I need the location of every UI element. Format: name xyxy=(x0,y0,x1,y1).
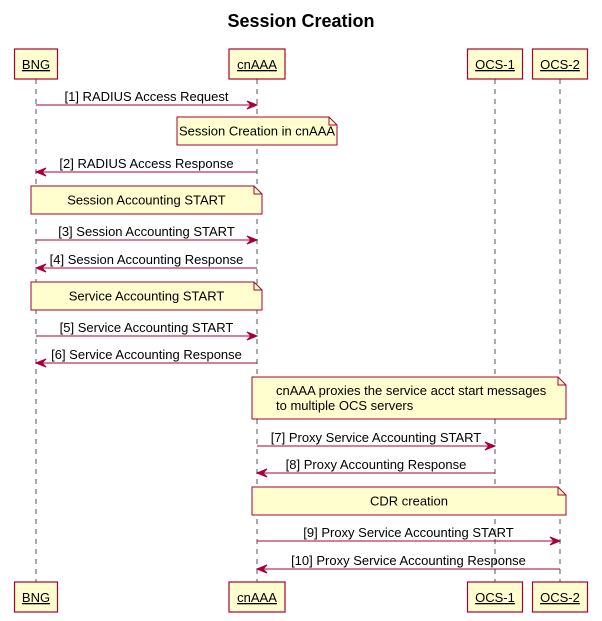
note-text: to multiple OCS servers xyxy=(276,398,414,413)
note: Session Accounting START xyxy=(30,185,263,215)
message-label: [2] RADIUS Access Response xyxy=(59,156,233,171)
note: Service Accounting START xyxy=(30,281,263,311)
message: [8] Proxy Accounting Response xyxy=(255,457,495,478)
message-label: [8] Proxy Accounting Response xyxy=(286,457,467,472)
note-text: Session Accounting START xyxy=(67,193,226,208)
message: [10] Proxy Service Accounting Response xyxy=(255,553,560,574)
diagram-title: Session Creation xyxy=(227,11,374,31)
note-text: Service Accounting START xyxy=(69,289,225,304)
participant-label: OCS-2 xyxy=(540,590,580,605)
note-text: cnAAA proxies the service acct start mes… xyxy=(276,383,547,398)
note: cnAAA proxies the service acct start mes… xyxy=(251,376,567,420)
participant-ocs-1-bottom[interactable]: OCS-1 xyxy=(466,581,524,613)
participant-box xyxy=(466,48,524,80)
arrowhead-icon xyxy=(34,167,47,177)
participant-bng-top[interactable]: BNG xyxy=(13,48,59,80)
participant-box xyxy=(531,48,589,80)
note-box xyxy=(30,185,263,215)
note-box xyxy=(30,281,263,311)
participant-box xyxy=(13,581,59,613)
participant-box xyxy=(531,581,589,613)
arrowhead-icon xyxy=(34,263,47,273)
participant-box xyxy=(466,581,524,613)
message: [5] Service Accounting START xyxy=(36,320,259,341)
participant-label: cnAAA xyxy=(237,57,277,72)
note-text: Session Creation in cnAAA xyxy=(179,124,335,139)
participant-box xyxy=(13,48,59,80)
message-label: [4] Session Accounting Response xyxy=(50,252,244,267)
message-label: [3] Session Accounting START xyxy=(58,224,235,239)
message: [7] Proxy Service Accounting START xyxy=(257,430,497,451)
arrowhead-icon xyxy=(484,441,497,451)
participant-bng-bottom[interactable]: BNG xyxy=(13,581,59,613)
message: [6] Service Accounting Response xyxy=(34,347,257,368)
arrowhead-icon xyxy=(246,100,259,110)
note: Session Creation in cnAAA xyxy=(176,116,338,146)
participant-ocs-2-top[interactable]: OCS-2 xyxy=(531,48,589,80)
note: CDR creation xyxy=(251,486,567,516)
note-text: CDR creation xyxy=(370,494,448,509)
message: [1] RADIUS Access Request xyxy=(36,89,259,110)
note-box xyxy=(251,486,567,516)
note-box xyxy=(176,116,338,146)
message-label: [10] Proxy Service Accounting Response xyxy=(291,553,526,568)
arrowhead-icon xyxy=(255,564,268,574)
participant-box xyxy=(228,48,286,80)
note-fold-icon xyxy=(253,282,262,291)
message-label: [9] Proxy Service Accounting START xyxy=(303,525,514,540)
participant-cnaaa-top[interactable]: cnAAA xyxy=(228,48,286,80)
arrowhead-icon xyxy=(255,468,268,478)
message-label: [7] Proxy Service Accounting START xyxy=(271,430,482,445)
participant-cnaaa-bottom[interactable]: cnAAA xyxy=(228,581,286,613)
note-box xyxy=(251,376,567,420)
participant-box xyxy=(228,581,286,613)
participant-label: OCS-2 xyxy=(540,57,580,72)
note-fold-icon xyxy=(557,487,566,496)
participant-label: OCS-1 xyxy=(475,57,515,72)
message: [4] Session Accounting Response xyxy=(34,252,257,273)
arrowhead-icon xyxy=(246,235,259,245)
message: [9] Proxy Service Accounting START xyxy=(257,525,562,546)
lifelines xyxy=(35,79,561,582)
participant-label: OCS-1 xyxy=(475,590,515,605)
message: [2] RADIUS Access Response xyxy=(34,156,257,177)
message: [3] Session Accounting START xyxy=(36,224,259,245)
message-label: [6] Service Accounting Response xyxy=(51,347,242,362)
note-fold-icon xyxy=(328,117,337,126)
participant-label: cnAAA xyxy=(237,590,277,605)
participant-label: BNG xyxy=(22,57,50,72)
note-fold-icon xyxy=(557,377,566,386)
arrowhead-icon xyxy=(34,358,47,368)
participant-label: BNG xyxy=(22,590,50,605)
participant-ocs-1-top[interactable]: OCS-1 xyxy=(466,48,524,80)
message-label: [1] RADIUS Access Request xyxy=(64,89,228,104)
arrowhead-icon xyxy=(549,536,562,546)
note-fold-icon xyxy=(253,186,262,195)
arrowhead-icon xyxy=(246,331,259,341)
participant-ocs-2-bottom[interactable]: OCS-2 xyxy=(531,581,589,613)
message-label: [5] Service Accounting START xyxy=(60,320,234,335)
